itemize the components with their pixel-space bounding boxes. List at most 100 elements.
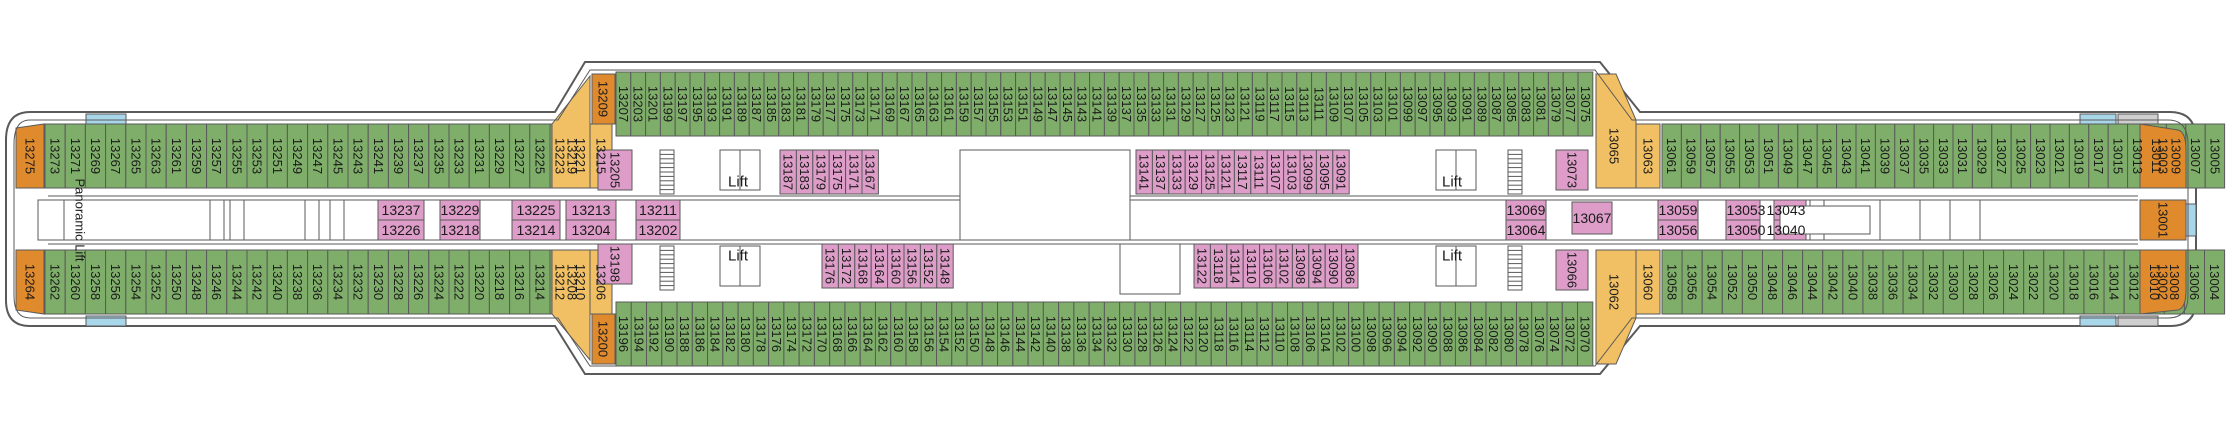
cabin-number: 13213 <box>572 202 611 218</box>
cabin-standard-number: 13207 <box>616 86 631 122</box>
cabin-number: 13062 <box>1607 274 1622 310</box>
cabin-standard-number: 13100 <box>1349 316 1364 352</box>
service-room <box>1949 199 1981 241</box>
cabin-standard-number: 13248 <box>189 264 204 300</box>
cabin-standard-number: 13109 <box>1326 86 1341 122</box>
cabin-number: 13064 <box>1507 222 1546 238</box>
cabin-standard-number: 13045 <box>1819 138 1834 174</box>
cabin-standard-number: 13245 <box>330 138 345 174</box>
service-room <box>329 199 345 241</box>
cabin-orange <box>15 249 45 315</box>
cabin-standard-number: 13220 <box>472 264 487 300</box>
cabin-standard-number: 13057 <box>1703 138 1718 174</box>
cabin-standard-number: 13194 <box>631 316 646 352</box>
cabin-standard-number: 13261 <box>169 138 184 174</box>
lift-label: Lift <box>728 248 749 265</box>
cabin-standard-number: 13126 <box>1150 316 1165 352</box>
cabin-number: 13214 <box>517 222 556 238</box>
cabin-standard-number: 13011 <box>2149 138 2164 173</box>
cabin-standard-number: 13050 <box>1745 264 1760 300</box>
cabin-standard-number: 13096 <box>1379 316 1394 352</box>
cabin-standard-number: 13041 <box>1858 138 1873 174</box>
cabin-standard-number: 13221 <box>573 138 588 174</box>
cabin-standard-number: 13044 <box>1805 264 1820 300</box>
cabin-standard-number: 13256 <box>108 264 123 300</box>
cabin-orange <box>591 313 616 365</box>
cabin-standard-number: 13166 <box>845 316 860 352</box>
cabin-standard-number: 13225 <box>532 138 547 174</box>
cabin-standard-number: 13008 <box>2167 264 2182 300</box>
cabin-standard-number: 13054 <box>1705 264 1720 300</box>
cabin-standard-number: 13243 <box>351 138 366 174</box>
cabin-standard-number: 13102 <box>1333 316 1348 352</box>
cabin-standard-number: 13165 <box>912 86 927 122</box>
cabin-suite-number: 13125 <box>1202 154 1217 190</box>
cabin-standard-number: 13019 <box>2072 138 2087 174</box>
cabin-standard-number: 13174 <box>784 316 799 352</box>
cabin-standard-number: 13210 <box>573 264 588 300</box>
cabin-standard-number: 13097 <box>1415 86 1430 122</box>
cabin-number: 13237 <box>382 202 421 218</box>
cabin-number: 13202 <box>639 222 678 238</box>
cabin-standard-number: 13118 <box>1211 316 1226 351</box>
cabin-standard-number: 13022 <box>2026 264 2041 300</box>
cabin-yellow <box>1635 123 1661 189</box>
cabin-standard-number: 13094 <box>1395 316 1410 352</box>
service-room <box>1119 243 1181 295</box>
cabin-standard-number: 13029 <box>1975 138 1990 174</box>
lift-label: Lift <box>1442 248 1463 265</box>
cabin-standard-number: 13105 <box>1356 86 1371 122</box>
cabin-orange <box>2139 249 2187 315</box>
cabin-standard-number: 13228 <box>391 264 406 300</box>
cabin-standard-number: 13189 <box>734 86 749 122</box>
cabin-standard-number: 13240 <box>270 264 285 300</box>
cabin-standard-number: 13237 <box>411 138 426 174</box>
cabin-standard-number: 13181 <box>794 86 809 122</box>
cabin-standard-number: 13175 <box>838 86 853 122</box>
cabin-standard <box>2204 123 2226 189</box>
cabin-suite <box>861 149 879 195</box>
cabin-suite-number: 13137 <box>1153 154 1168 190</box>
cabin-suite-number: 13098 <box>1293 248 1308 284</box>
cabin-standard-number: 13171 <box>868 86 883 122</box>
cabin-standard-number: 13070 <box>1578 316 1593 352</box>
cabin-standard-number: 13006 <box>2187 264 2202 300</box>
cabin-suite-number: 13090 <box>1326 248 1341 284</box>
cabin-number: 13225 <box>517 202 556 218</box>
cabin-suite-number: 13102 <box>1277 248 1292 284</box>
cabin-standard-number: 13260 <box>68 264 83 300</box>
cabin-number: 13275 <box>23 138 38 174</box>
cabin-standard-number: 13164 <box>860 316 875 352</box>
cabin-standard-number: 13157 <box>971 86 986 122</box>
cabin-suite-number: 13129 <box>1186 154 1201 190</box>
cabin-standard-number: 13182 <box>723 316 738 352</box>
cabin-standard-number: 13235 <box>431 138 446 174</box>
cabin-standard-number: 13172 <box>799 316 814 352</box>
accessible-marker <box>85 315 127 327</box>
cabin-standard-number: 13123 <box>1223 86 1238 122</box>
cabin-number: 13229 <box>441 202 480 218</box>
cabin-standard-number: 13239 <box>391 138 406 174</box>
cabin-standard-number: 13074 <box>1547 316 1562 352</box>
cabin-standard-number: 13195 <box>690 86 705 122</box>
cabin-standard-number: 13149 <box>1030 86 1045 122</box>
cabin-standard-number: 13230 <box>371 264 386 300</box>
cabin-standard-number: 13257 <box>209 138 224 174</box>
cabin-standard-number: 13242 <box>250 264 265 300</box>
service-room <box>304 199 320 241</box>
cabin-standard-number: 13151 <box>1016 86 1031 122</box>
cabin-standard-number: 13160 <box>891 316 906 352</box>
cabin-suite <box>1555 249 1589 291</box>
cabin-standard-number: 13263 <box>149 138 164 174</box>
cabin-standard-number: 13140 <box>1043 316 1058 352</box>
cabin-standard-number: 13088 <box>1440 316 1455 352</box>
cabin-standard-number: 13250 <box>169 264 184 300</box>
cabin-standard-number: 13013 <box>2130 138 2145 174</box>
cabin-suite <box>1332 149 1350 195</box>
cabin-standard-number: 13146 <box>998 316 1013 352</box>
cabin-standard-number: 13115 <box>1282 86 1297 121</box>
cabin-standard-number: 13163 <box>927 86 942 122</box>
cabin-standard-number: 13258 <box>88 264 103 300</box>
cabin-standard-number: 13023 <box>2033 138 2048 174</box>
cabin-number: 13050 <box>1727 222 1766 238</box>
